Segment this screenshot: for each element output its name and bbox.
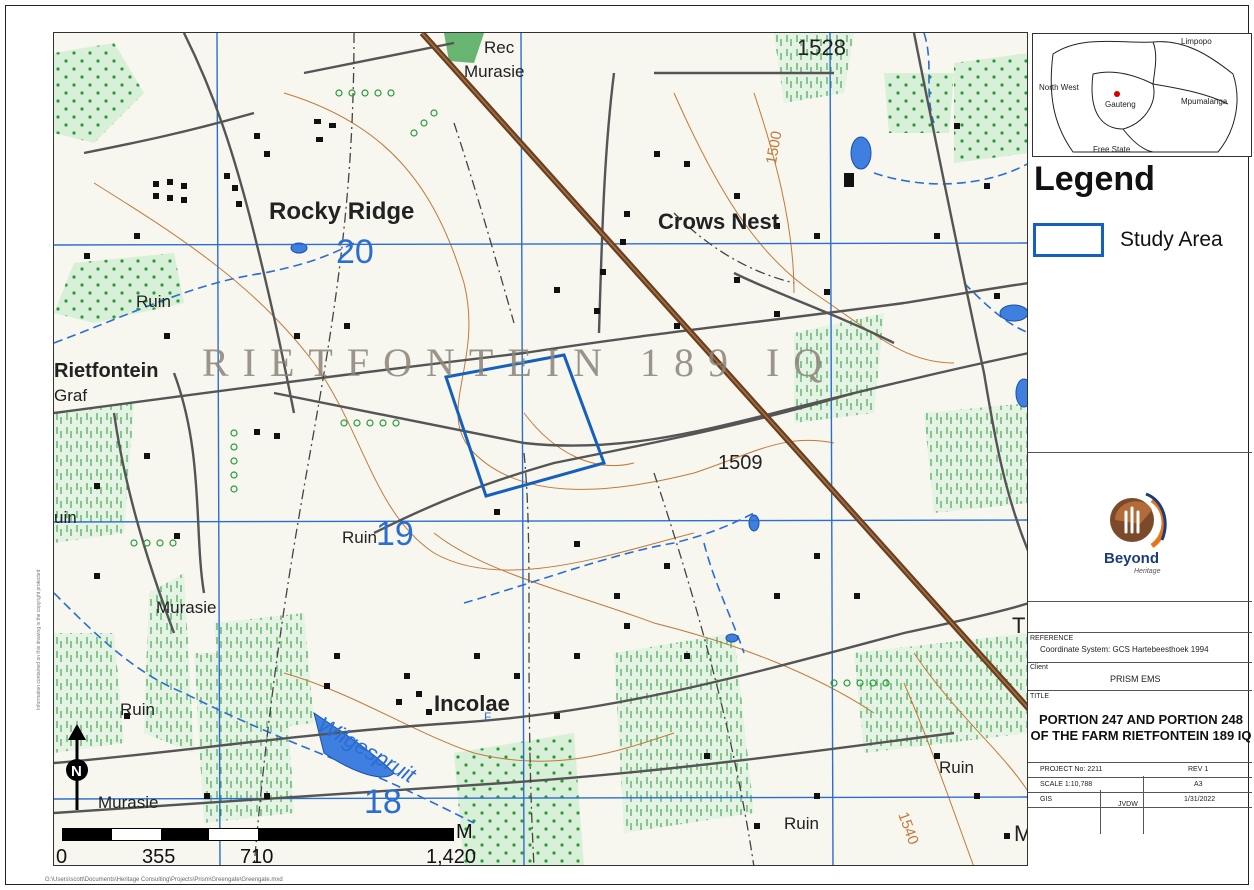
- scale-tick-1420: 1,420: [426, 846, 477, 868]
- label-ruin-1: Ruin: [136, 292, 171, 311]
- label-rec: Rec: [484, 38, 515, 57]
- buildings: [84, 119, 1010, 839]
- topographic-map[interactable]: Rec Murasie 1528 Rocky Ridge Crows Nest …: [53, 32, 1028, 866]
- label-grid-20: 20: [336, 233, 374, 271]
- label-letter-f: F.: [484, 710, 493, 724]
- inset-label-gauteng: Gauteng: [1105, 100, 1136, 109]
- drawing-title: PORTION 247 AND PORTION 248 OF THE FARM …: [1030, 712, 1252, 744]
- drafter: JVDW: [1118, 801, 1138, 808]
- label-graf: Graf: [54, 386, 87, 405]
- label-farm-name: RIETFONTEIN 189 IQ: [202, 340, 836, 385]
- reference-heading: REFERENCE: [1030, 635, 1074, 642]
- drawing-scale: SCALE 1:10,788: [1040, 781, 1093, 788]
- project-number: PROJECT No: 2211: [1040, 766, 1103, 773]
- label-letter-t: T: [1012, 613, 1025, 638]
- client-heading: Client: [1030, 664, 1048, 671]
- details-row: SCALE 1:10,788 A3: [1028, 777, 1252, 792]
- drawing-title-line1: PORTION 247 AND PORTION 248: [1039, 712, 1243, 727]
- label-ruin-4: Ruin: [784, 814, 819, 833]
- inset-label-north-west: North West: [1039, 83, 1080, 92]
- label-crows-nest: Crows Nest: [658, 209, 780, 234]
- details-divider: [1100, 790, 1101, 834]
- label-ruin-edge: uin: [54, 508, 77, 527]
- label-rietfontein: Rietfontein: [54, 360, 158, 382]
- revision: REV 1: [1188, 766, 1209, 773]
- inset-label-limpopo: Limpopo: [1181, 37, 1212, 46]
- copyright-note: Information contained on this drawing is…: [36, 569, 42, 710]
- north-arrow: N: [62, 724, 92, 814]
- scale-tick-710: 710: [240, 846, 274, 868]
- gis-label: GIS: [1040, 796, 1053, 803]
- railway-centerline: [421, 33, 1027, 708]
- label-grid-18: 18: [364, 783, 402, 821]
- label-ruin-5: Ruin: [939, 758, 974, 777]
- details-row: [1028, 807, 1252, 836]
- panel-divider: [1028, 662, 1252, 663]
- legend-title: Legend: [1034, 160, 1155, 198]
- drawing-details-table: PROJECT No: 2211 REV 1 SCALE 1:10,788 A3…: [1028, 762, 1252, 836]
- title-heading: TITLE: [1030, 693, 1050, 700]
- scale-tick-355: 355: [142, 846, 176, 868]
- label-spot-1528: 1528: [797, 35, 846, 60]
- inset-label-mpumalanga: Mpumalanga: [1181, 97, 1228, 106]
- vegetation-areas: [54, 33, 1027, 865]
- logo-name: Beyond: [1104, 550, 1159, 567]
- logo-tagline: Heritage: [1134, 568, 1161, 575]
- details-divider: [1143, 776, 1144, 834]
- label-spot-1500: 1500: [763, 130, 786, 166]
- panel-divider: [1028, 690, 1252, 691]
- drawing-title-line2: OF THE FARM RIETFONTEIN 189 IQ: [1030, 728, 1252, 743]
- label-murasie-top: Murasie: [464, 62, 524, 81]
- panel-divider: [1028, 601, 1252, 602]
- details-row: PROJECT No: 2211 REV 1: [1028, 762, 1252, 777]
- label-grid-19: 19: [376, 515, 414, 553]
- map-grid: [54, 33, 1027, 865]
- inset-label-free-state: Free State: [1093, 145, 1131, 154]
- scale-tick-0: 0: [56, 846, 68, 868]
- contour-lines: [93, 92, 1027, 865]
- panel-divider: [1028, 452, 1252, 453]
- locator-inset-map: Limpopo North West Gauteng Mpumalanga Fr…: [1032, 33, 1252, 157]
- site-location-marker: [1114, 91, 1120, 97]
- paper-size: A3: [1194, 781, 1203, 788]
- map-labels: Rec Murasie 1528 Rocky Ridge Crows Nest …: [54, 35, 1028, 847]
- panel-divider: [1028, 632, 1252, 633]
- drawing-date: 1/31/2022: [1184, 796, 1216, 803]
- tracks: [253, 33, 795, 865]
- water-bodies: [290, 136, 1027, 778]
- label-ruin-3: Ruin: [120, 700, 155, 719]
- north-letter: N: [71, 763, 82, 780]
- label-murasie-mid: Murasie: [156, 598, 216, 617]
- label-spot-1509: 1509: [718, 452, 763, 474]
- label-incolae: Incolae: [434, 691, 510, 716]
- client-name: PRISM EMS: [1110, 674, 1161, 684]
- scale-bar: [62, 828, 454, 841]
- scale-unit: M: [456, 821, 473, 843]
- label-ruin-2: Ruin: [342, 528, 377, 547]
- study-area-polygon[interactable]: [444, 353, 606, 498]
- legend-study-area-swatch: [1033, 223, 1104, 257]
- company-logo: Beyond Heritage: [1090, 480, 1180, 580]
- legend-study-area-label: Study Area: [1120, 228, 1223, 251]
- orchard-rings: [130, 89, 890, 687]
- coordinate-system: Coordinate System: GCS Hartebeesthoek 19…: [1040, 645, 1209, 654]
- file-path: G:\Users\scott\Documents\Heritage Consul…: [45, 877, 283, 883]
- details-row: GIS JVDW 1/31/2022: [1028, 792, 1252, 808]
- label-rocky-ridge: Rocky Ridge: [269, 198, 414, 225]
- label-murasie-bottom: Murasie: [98, 793, 158, 812]
- label-letter-m: M: [1014, 821, 1028, 846]
